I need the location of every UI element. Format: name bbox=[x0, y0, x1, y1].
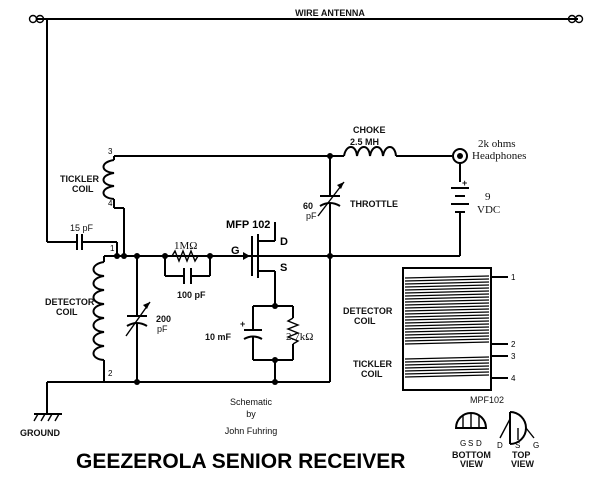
svg-text:S: S bbox=[468, 439, 473, 448]
svg-text:1MΩ: 1MΩ bbox=[174, 240, 197, 252]
cap-15pf-label: 15 pF bbox=[70, 223, 94, 233]
svg-text:pF: pF bbox=[157, 324, 168, 334]
fet-transistor: MFP 102 G D S bbox=[210, 219, 288, 306]
svg-text:1: 1 bbox=[110, 244, 115, 253]
svg-text:MPF102: MPF102 bbox=[470, 395, 504, 405]
svg-text:4: 4 bbox=[108, 199, 113, 208]
svg-text:VDC: VDC bbox=[477, 204, 500, 216]
svg-text:D: D bbox=[280, 236, 288, 248]
svg-text:DETECTOR: DETECTOR bbox=[343, 306, 393, 316]
antenna-label: WIRE ANTENNA bbox=[295, 8, 365, 18]
svg-text:TICKLER: TICKLER bbox=[60, 174, 99, 184]
ground-symbol: GROUND bbox=[20, 413, 62, 438]
svg-text:G: G bbox=[231, 245, 240, 257]
ground-label: GROUND bbox=[20, 428, 60, 438]
battery-9vdc: + 9 VDC bbox=[330, 178, 500, 257]
svg-text:S: S bbox=[280, 262, 287, 274]
svg-text:Schematic: Schematic bbox=[230, 397, 273, 407]
fet-label: MFP 102 bbox=[226, 219, 270, 231]
svg-text:TOP: TOP bbox=[512, 450, 530, 460]
svg-text:200: 200 bbox=[156, 314, 171, 324]
svg-text:+: + bbox=[240, 319, 245, 329]
svg-text:CHOKE: CHOKE bbox=[353, 125, 386, 135]
svg-text:COIL: COIL bbox=[354, 316, 376, 326]
svg-text:100 pF: 100 pF bbox=[177, 290, 206, 300]
svg-text:G: G bbox=[460, 439, 466, 448]
capacitor-15pf: 15 pF bbox=[70, 223, 94, 250]
svg-text:BOTTOM: BOTTOM bbox=[452, 450, 491, 460]
svg-text:G: G bbox=[533, 441, 539, 450]
tickler-coil: 3 4 TICKLER COIL bbox=[60, 147, 330, 256]
headphones-jack: 2k ohms Headphones bbox=[452, 138, 526, 182]
svg-text:2: 2 bbox=[511, 340, 516, 349]
wire-antenna: WIRE ANTENNA bbox=[28, 8, 584, 24]
svg-text:10 mF: 10 mF bbox=[205, 332, 232, 342]
svg-text:3: 3 bbox=[108, 147, 113, 156]
source-network: + 10 mF 2.7kΩ bbox=[205, 305, 313, 382]
capacitor-100pf: 100 pF bbox=[164, 256, 211, 300]
throttle-capacitor-60pf: 60 pF THROTTLE bbox=[303, 181, 398, 256]
page-title: GEEZEROLA SENIOR RECEIVER bbox=[76, 450, 405, 473]
svg-text:COIL: COIL bbox=[56, 307, 78, 317]
svg-text:2: 2 bbox=[108, 369, 113, 378]
svg-text:D: D bbox=[497, 441, 503, 450]
coil-winding-diagram: 1 2 3 4 DETECTOR COIL TICKLER COIL bbox=[343, 267, 516, 391]
svg-text:DETECTOR: DETECTOR bbox=[45, 297, 95, 307]
svg-text:2.5 MH: 2.5 MH bbox=[350, 137, 379, 147]
svg-text:4: 4 bbox=[511, 374, 516, 383]
svg-text:1: 1 bbox=[511, 273, 516, 282]
svg-text:+: + bbox=[462, 178, 467, 188]
choke-2-5mh: CHOKE 2.5 MH bbox=[330, 125, 452, 157]
svg-text:2k ohms: 2k ohms bbox=[478, 138, 516, 150]
mpf102-pinout: MPF102 G S D BOTTOM VIEW D S G TOP VIEW bbox=[452, 395, 539, 469]
credit: Schematic by John Fuhring bbox=[225, 397, 278, 436]
svg-text:TICKLER: TICKLER bbox=[353, 359, 392, 369]
resistor-1meg: 1MΩ bbox=[165, 240, 210, 263]
svg-text:COIL: COIL bbox=[72, 184, 94, 194]
svg-text:by: by bbox=[246, 409, 256, 419]
svg-text:COIL: COIL bbox=[361, 369, 383, 379]
svg-text:VIEW: VIEW bbox=[511, 459, 535, 469]
svg-text:D: D bbox=[476, 439, 482, 448]
svg-text:9: 9 bbox=[485, 191, 491, 203]
svg-text:S: S bbox=[515, 441, 520, 450]
throttle-label: THROTTLE bbox=[350, 199, 398, 209]
svg-text:pF: pF bbox=[306, 211, 317, 221]
svg-text:Headphones: Headphones bbox=[472, 150, 526, 162]
svg-text:3: 3 bbox=[511, 352, 516, 361]
svg-text:60: 60 bbox=[303, 201, 313, 211]
svg-text:2.7kΩ: 2.7kΩ bbox=[286, 331, 313, 343]
svg-text:John Fuhring: John Fuhring bbox=[225, 426, 278, 436]
svg-text:VIEW: VIEW bbox=[460, 459, 484, 469]
variable-capacitor-200pf: 200 pF bbox=[125, 256, 171, 382]
